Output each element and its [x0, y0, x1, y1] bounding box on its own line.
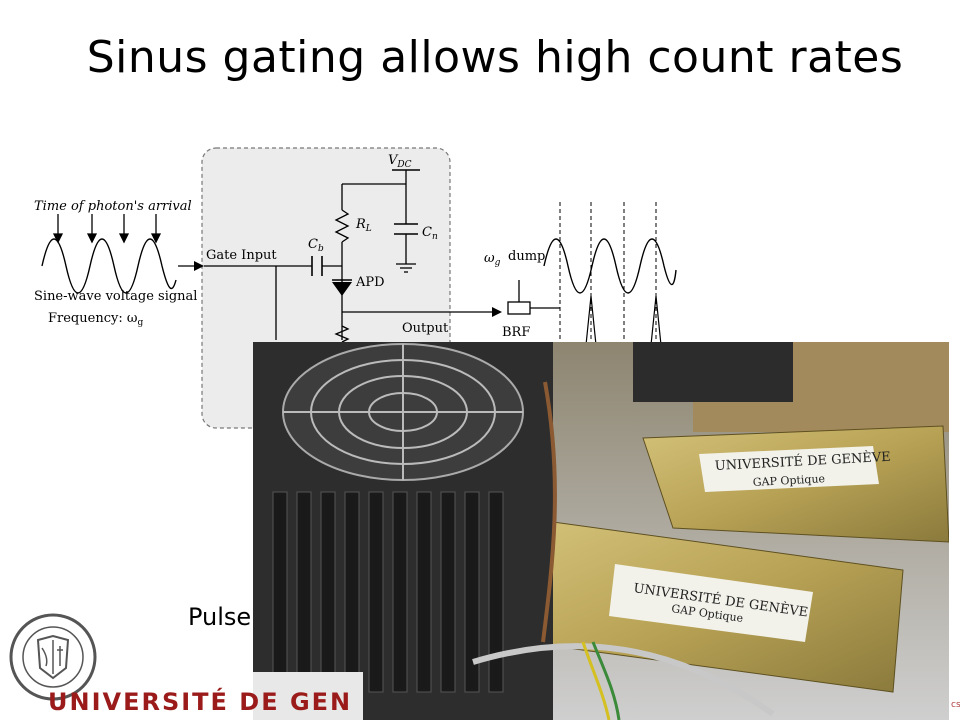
output-pulses: [585, 295, 662, 346]
university-footer: UNIVERSITÉ DE GEN: [48, 688, 353, 716]
gate-input-label: Gate Input: [206, 248, 277, 263]
detector-hardware-photo: UNIVERSITÉ DE GENÈVE GAP Optique UNIVERS…: [253, 342, 949, 720]
circuit-wires: [204, 170, 500, 340]
photon-label: Time of photon's arrival: [34, 199, 192, 214]
slide-title: Sinus gating allows high count rates: [86, 32, 904, 83]
side-mark: cs: [951, 700, 960, 710]
brf-filter: [507, 301, 531, 315]
input-sine-wave: [41, 238, 177, 294]
pulse-text: Pulse: [188, 603, 252, 631]
university-seal: [9, 613, 97, 701]
photon-arrows: [52, 214, 162, 244]
rl-resistor: [334, 209, 350, 243]
cn-label: Cn: [422, 225, 438, 242]
plate-front: [609, 564, 813, 642]
vdc-label: VDC: [388, 153, 412, 170]
cb-label: Cb: [308, 237, 324, 254]
apd-label: APD: [355, 275, 385, 290]
apd-diode: [332, 282, 352, 296]
plate-back: [699, 446, 879, 492]
cn-capacitor: [394, 223, 418, 235]
cb-capacitor: [311, 256, 323, 276]
output-label: Output: [402, 321, 449, 336]
brf-label: BRF: [502, 325, 530, 340]
omega-label: ωg: [484, 251, 501, 268]
rl-label: RL: [355, 217, 372, 234]
timing-markers: [559, 202, 657, 350]
ground-icon: [396, 263, 416, 273]
output-sine-wave: [543, 238, 677, 294]
dump-label: dump: [508, 249, 545, 264]
plate-back-line2: GAP Optique: [752, 472, 825, 489]
sine-label: Sine-wave voltage signal: [34, 289, 197, 304]
frequency-label: Frequency: ωg: [48, 311, 143, 328]
photo-illustration: UNIVERSITÉ DE GENÈVE GAP Optique UNIVERS…: [253, 342, 949, 720]
